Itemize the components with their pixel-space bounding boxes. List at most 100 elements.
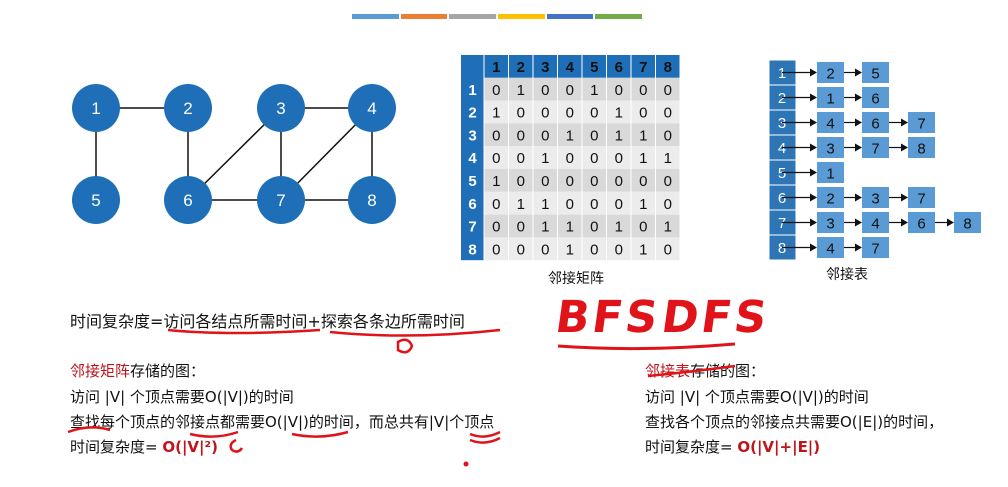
matrix-cell: 0 (541, 241, 549, 258)
matrix-cell: 0 (590, 219, 598, 236)
matrix-cell: 0 (517, 150, 525, 167)
scribble-mark (396, 338, 414, 354)
list-node-label: 7 (871, 241, 879, 258)
list-node-label: 8 (963, 216, 971, 233)
graph-node-label-3: 3 (276, 99, 285, 118)
matrix-col-header: 5 (590, 59, 598, 76)
underline-bfs-dfs (557, 342, 736, 351)
list-head-label: 4 (778, 140, 786, 157)
list-node (862, 187, 889, 208)
list-node (908, 112, 935, 133)
matrix-cell: 1 (639, 127, 647, 144)
list-node-label: 7 (917, 116, 925, 133)
matrix-row-header: 6 (468, 196, 476, 213)
graph-node-8 (348, 176, 396, 224)
list-node (862, 212, 889, 233)
matrix-cell: 0 (541, 173, 549, 190)
list-complexity-label: 时间复杂度= (645, 438, 738, 456)
matrix-row-header: 5 (468, 173, 476, 190)
slide-color-bar (352, 14, 643, 19)
color-bar-segment (595, 14, 643, 19)
matrix-cell: 0 (566, 105, 574, 122)
matrix-cell: 0 (492, 150, 500, 167)
list-node-label: 3 (826, 141, 834, 158)
list-node (817, 212, 844, 233)
list-node-label: 4 (871, 216, 879, 233)
list-arrow-head (810, 193, 817, 202)
list-node (954, 212, 981, 233)
matrix-col-header: 2 (517, 59, 525, 76)
graph-node-label-8: 8 (367, 191, 376, 210)
list-head-label: 7 (778, 215, 786, 232)
graph-node-3 (257, 84, 305, 132)
list-arrow-head (810, 118, 817, 127)
matrix-cell: 1 (664, 150, 672, 167)
matrix-cell: 0 (615, 173, 623, 190)
matrix-cell: 1 (639, 241, 647, 258)
color-bar-segment (400, 14, 448, 19)
matrix-cell: 0 (590, 173, 598, 190)
list-arrow-head (855, 243, 862, 252)
color-bar-segment (546, 14, 594, 19)
matrix-row-header: 3 (468, 127, 476, 144)
list-node (817, 62, 844, 83)
graph-node-label-1: 1 (91, 99, 100, 118)
list-node (862, 62, 889, 83)
list-node-label: 6 (871, 116, 879, 133)
list-node (817, 137, 844, 158)
list-arrow-head (855, 143, 862, 152)
matrix-col-header: 7 (639, 59, 647, 76)
matrix-row-header: 7 (468, 219, 476, 236)
graph-node-label-6: 6 (183, 191, 192, 210)
matrix-cell: 1 (492, 173, 500, 190)
list-node-label: 6 (871, 91, 879, 108)
matrix-cell: 1 (566, 127, 574, 144)
matrix-cell: 1 (541, 219, 549, 236)
matrix-caption: 邻接矩阵 (548, 271, 604, 287)
matrix-cell: 0 (517, 173, 525, 190)
graph-node-1 (72, 84, 120, 132)
graph-node-2 (164, 84, 212, 132)
graph-node-6 (164, 176, 212, 224)
list-node-label: 2 (826, 66, 834, 83)
underline-v-count (469, 430, 501, 438)
matrix-cell: 0 (590, 127, 598, 144)
list-node-label: 3 (826, 216, 834, 233)
matrix-cell: 0 (590, 105, 598, 122)
matrix-cell: 1 (566, 241, 574, 258)
list-arrow-head (901, 193, 908, 202)
list-node-label: 8 (917, 141, 925, 158)
matrix-row-header: 8 (468, 241, 476, 258)
matrix-cell: 1 (615, 105, 623, 122)
matrix-cell: 1 (639, 150, 647, 167)
list-node (817, 187, 844, 208)
list-node-label: 5 (871, 66, 879, 83)
list-arrow-head (901, 218, 908, 227)
graph-node-7 (257, 176, 305, 224)
matrix-title-suffix: 存储的图： (130, 362, 206, 380)
graph-node-label-4: 4 (367, 99, 376, 118)
matrix-cell: 0 (615, 196, 623, 213)
matrix-title-red: 邻接矩阵 (70, 362, 131, 380)
list-arrow-head (947, 218, 954, 227)
matrix-col-header: 1 (492, 59, 500, 76)
matrix-cell: 0 (664, 196, 672, 213)
list-arrow-head (810, 168, 817, 177)
matrix-cell: 1 (615, 127, 623, 144)
matrix-cell: 0 (615, 150, 623, 167)
color-bar-segment (449, 14, 497, 19)
list-node (908, 212, 935, 233)
list-node-label: 7 (871, 141, 879, 158)
list-arrow-head (810, 243, 817, 252)
list-head-label: 8 (778, 240, 786, 257)
list-arrow-head (810, 93, 817, 102)
list-arrow-head (855, 93, 862, 102)
list-title-suffix: 存储的图： (690, 362, 766, 380)
graph-node-label-2: 2 (183, 99, 192, 118)
matrix-cell: 1 (639, 196, 647, 213)
list-arrow-head (810, 68, 817, 77)
matrix-cell: 1 (517, 82, 525, 99)
